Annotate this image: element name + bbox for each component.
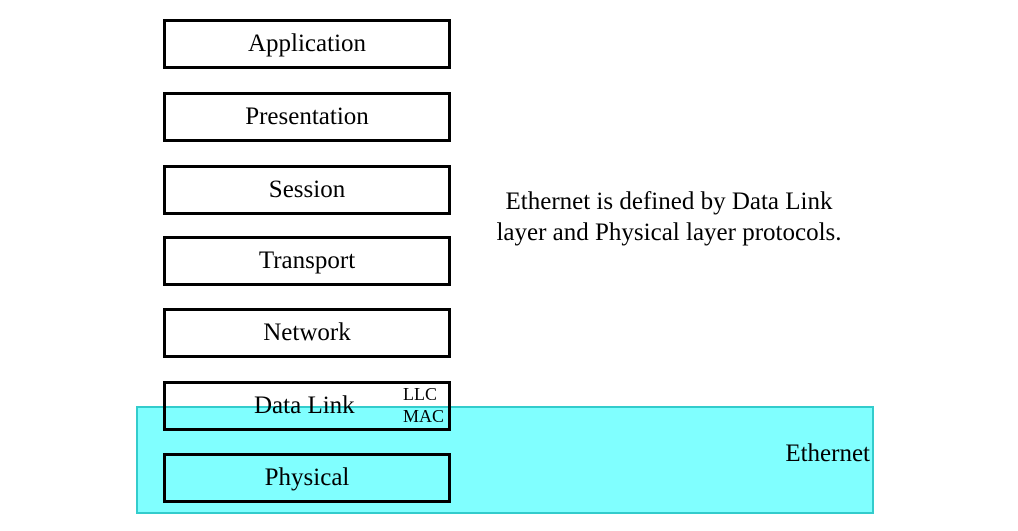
ethernet-highlight-region xyxy=(136,406,874,514)
sublayer-llc: LLC xyxy=(403,384,437,404)
layer-physical: Physical xyxy=(163,453,451,503)
ethernet-note: Ethernet is defined by Data Link layer a… xyxy=(470,186,868,248)
layer-data-link: Data Link xyxy=(163,381,451,431)
layer-network: Network xyxy=(163,308,451,358)
data-link-sublayers: LLC MAC xyxy=(403,383,444,427)
layer-application: Application xyxy=(163,19,451,69)
layer-presentation: Presentation xyxy=(163,92,451,142)
sublayer-mac: MAC xyxy=(403,406,445,426)
note-line-2: layer and Physical layer protocols. xyxy=(496,219,842,246)
layer-transport: Transport xyxy=(163,236,451,286)
ethernet-label: Ethernet xyxy=(785,440,870,467)
note-line-1: Ethernet is defined by Data Link xyxy=(505,188,833,215)
layer-session: Session xyxy=(163,165,451,215)
